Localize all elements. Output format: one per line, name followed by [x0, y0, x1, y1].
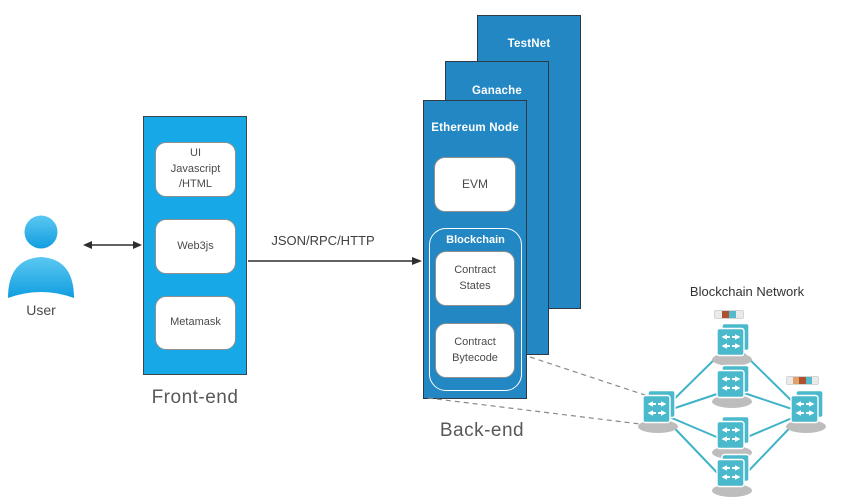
- contract-states-box: Contract States: [435, 251, 515, 306]
- switch-icon: [711, 453, 753, 497]
- blockchain-container: Blockchain Contract States Contract Byte…: [429, 228, 522, 391]
- ethereum-node-label: Ethereum Node: [431, 122, 519, 134]
- testnet-label: TestNet: [507, 38, 551, 50]
- switch-icon: [637, 389, 679, 434]
- user-frontend-arrow: [83, 241, 142, 249]
- network-links: [659, 347, 805, 483]
- switch-icon: [785, 389, 827, 434]
- json-rpc-label: JSON/RPC/HTTP: [271, 233, 375, 248]
- switch-icon: [711, 364, 753, 409]
- frontend-component-ui: UI Javascript /HTML: [155, 142, 236, 197]
- json-rpc-arrow: [248, 257, 422, 265]
- frontend-box: UI Javascript /HTML Web3js Metamask: [143, 116, 247, 375]
- status-bar-top-node: [714, 310, 744, 319]
- backend-label: Back-end: [439, 420, 525, 441]
- switch-icon: [711, 415, 753, 460]
- backend-layer-ethereum-node: Ethereum Node EVM Blockchain Contract St…: [423, 100, 527, 399]
- contract-bytecode-box: Contract Bytecode: [435, 323, 515, 378]
- frontend-component-web3js: Web3js: [155, 219, 236, 274]
- status-bar-right-node: [786, 376, 819, 385]
- ganache-label: Ganache: [472, 85, 522, 97]
- frontend-label: Front-end: [151, 387, 239, 408]
- evm-box: EVM: [434, 157, 516, 212]
- frontend-component-metamask: Metamask: [155, 296, 236, 350]
- network-title: Blockchain Network: [689, 284, 805, 299]
- blockchain-label: Blockchain: [446, 234, 505, 246]
- user-icon: [8, 215, 74, 298]
- user-label: User: [26, 302, 56, 318]
- switch-icon: [711, 322, 753, 367]
